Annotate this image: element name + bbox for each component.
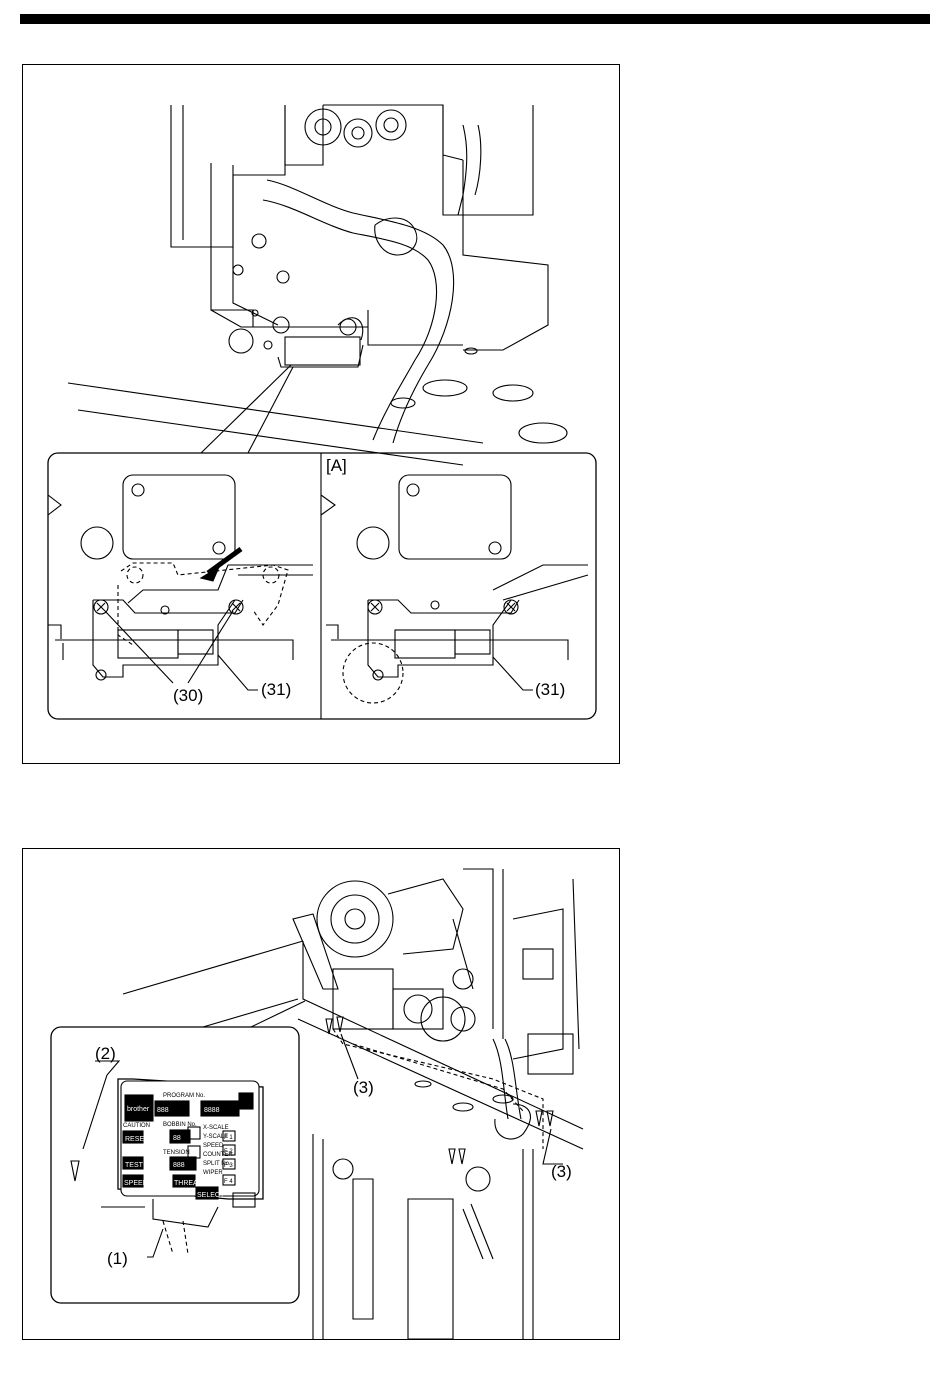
panel-threader: THREADER — [174, 1180, 213, 1187]
panel-seg-1: 888 — [157, 1107, 169, 1114]
panel-test: TEST — [125, 1162, 144, 1169]
callout-2: (2) — [95, 1044, 116, 1063]
panel-seg-2: 8888 — [204, 1107, 220, 1114]
panel-caution: CAUTION — [123, 1123, 150, 1129]
panel-reset: RESET — [125, 1136, 149, 1143]
callout-31-right: (31) — [535, 680, 565, 699]
callout-3-left: (3) — [353, 1078, 374, 1097]
callout-30: (30) — [173, 686, 203, 705]
operation-panel: brother 888 8888 88 888 PROGRAM No. CAUT… — [118, 1079, 263, 1207]
figure-1-box: [A] (30) (31) (31) — [22, 64, 620, 764]
panel-f1: F 1 — [224, 1135, 233, 1141]
panel-speed: SPEED SLOW — [124, 1180, 171, 1187]
panel-seg-4: 888 — [173, 1162, 185, 1169]
panel-brand: brother — [127, 1106, 150, 1113]
callout-3-right: (3) — [551, 1162, 572, 1181]
figure-2-illustration: brother 888 8888 88 888 PROGRAM No. CAUT… — [23, 849, 619, 1339]
figure-2-box: brother 888 8888 88 888 PROGRAM No. CAUT… — [22, 848, 620, 1340]
panel-f2: F 2 — [224, 1149, 233, 1155]
panel-f4: F 4 — [224, 1179, 233, 1185]
panel-speed-led: SPEED — [203, 1143, 224, 1149]
panel-xscale: X-SCALE — [203, 1125, 229, 1131]
panel-select: SELECT — [197, 1192, 225, 1199]
callout-31-left: (31) — [261, 680, 291, 699]
panel-tension: TENSION — [163, 1150, 190, 1156]
panel-seg-3: 88 — [173, 1135, 181, 1142]
callout-1: (1) — [107, 1249, 128, 1268]
figure-1-illustration: [A] (30) (31) (31) — [23, 65, 619, 763]
page-header-rule — [20, 14, 930, 24]
panel-bobbin: BOBBIN No. — [163, 1122, 197, 1128]
panel-program-no: PROGRAM No. — [163, 1093, 205, 1099]
panel-wiper: WIPER — [203, 1170, 223, 1176]
inset-label-a: [A] — [326, 456, 347, 475]
panel-f3: F 3 — [224, 1163, 233, 1169]
